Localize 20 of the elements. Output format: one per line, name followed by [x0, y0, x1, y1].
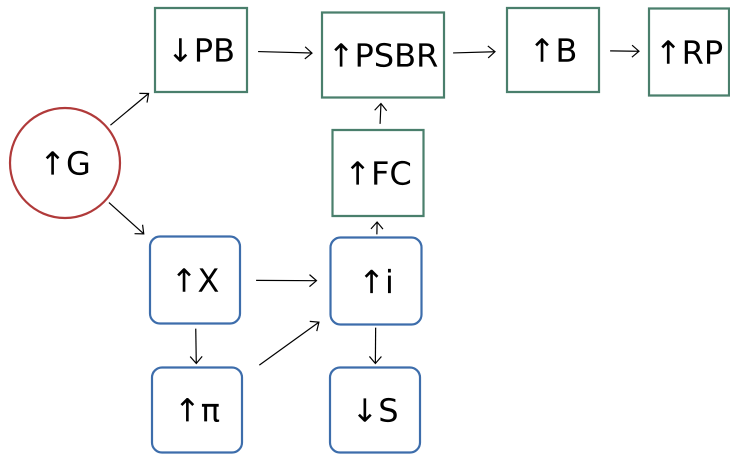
- arrow: [190, 328, 203, 364]
- process-box: ↓PB: [154, 6, 248, 94]
- arrow: [108, 202, 144, 235]
- process-box: ↑RP: [648, 7, 730, 97]
- arrow: [610, 44, 640, 58]
- rounded-box: ↑π: [150, 366, 244, 454]
- process-box: ↑FC: [331, 128, 425, 218]
- rounded-box: ↑X: [148, 235, 242, 325]
- arrow: [258, 320, 320, 366]
- arrow: [110, 92, 150, 126]
- process-box: ↑PSBR: [320, 11, 446, 99]
- arrow: [374, 102, 388, 124]
- arrow: [453, 45, 496, 58]
- arrow: [258, 46, 313, 60]
- circle-node: ↑G: [8, 106, 122, 220]
- rounded-box: ↑i: [329, 236, 423, 326]
- process-box: ↑B: [506, 6, 600, 94]
- arrow: [256, 274, 318, 288]
- arrow: [368, 328, 382, 364]
- rounded-box: ↓S: [328, 366, 422, 454]
